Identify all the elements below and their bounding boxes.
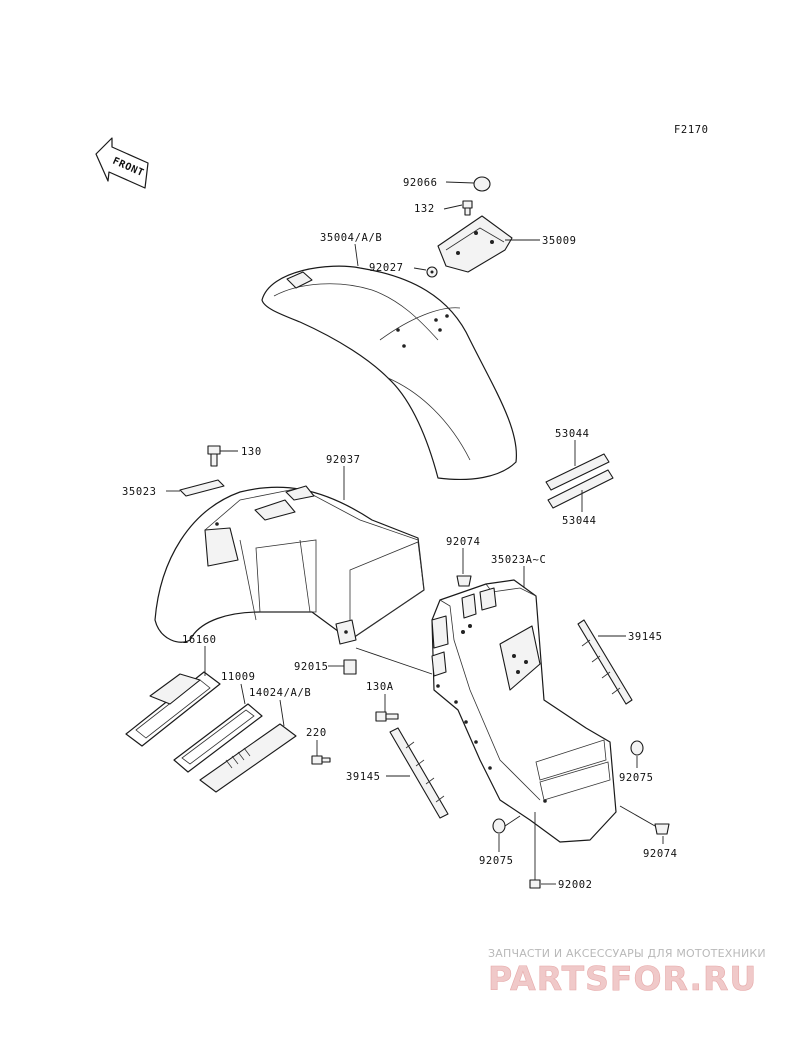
- callout-39145-right: 39145: [628, 631, 663, 643]
- part-plate-92037: [166, 479, 225, 497]
- part-bolt-132: [443, 200, 473, 216]
- part-grommet-92075-right: [630, 740, 644, 768]
- callout-35023ac: 35023A~C: [491, 554, 546, 566]
- callout-35023: 92037: [326, 454, 361, 466]
- callout-53044-lower: 53044: [562, 515, 597, 527]
- callout-130: 130: [241, 446, 262, 458]
- part-strip-39145-right: [577, 619, 633, 705]
- part-bolt-130a: [375, 694, 399, 722]
- part-bolt-130: [207, 445, 238, 467]
- part-grommet-92075-lower: [492, 815, 521, 852]
- part-strip-39145-left: [386, 727, 449, 819]
- callout-92074-lower: 92074: [643, 848, 678, 860]
- part-bolt-92002: [529, 812, 556, 889]
- callout-220: 220: [306, 727, 327, 739]
- callout-92075-lower: 92075: [479, 855, 514, 867]
- part-strip-53044-lower: [547, 469, 614, 512]
- callout-39145-left: 39145: [346, 771, 381, 783]
- part-reflector-lens-14024: [199, 699, 297, 793]
- part-nut-92015: [328, 659, 357, 675]
- part-reflector-16160: [125, 646, 221, 747]
- part-cap-92074-lower: [619, 805, 670, 844]
- callout-16160: 16160: [182, 634, 217, 646]
- callout-92066: 92066: [403, 177, 438, 189]
- callout-92074-upper: 92074: [446, 536, 481, 548]
- part-cap-92066: [445, 176, 491, 192]
- figure-code: F2170: [674, 124, 709, 136]
- watermark: ЗАПЧАСТИ И АКСЕССУАРЫ ДЛЯ МОТОТЕХНИКИ PA…: [488, 947, 766, 998]
- callout-130a: 130A: [366, 681, 394, 693]
- part-screw-220: [311, 740, 331, 765]
- part-strip-53044-upper: [545, 440, 610, 491]
- callout-132: 132: [414, 203, 435, 215]
- callout-53044-upper: 53044: [555, 428, 590, 440]
- callout-92002: 92002: [558, 879, 593, 891]
- callout-35004: 35004/A/B: [320, 232, 382, 244]
- callout-92037: 35023: [122, 486, 157, 498]
- part-rear-fender-35023: [154, 466, 425, 645]
- front-direction-arrow: FRONT: [95, 137, 149, 189]
- part-washer-92027: [413, 266, 438, 278]
- watermark-brand: PARTSFOR.RU: [488, 959, 757, 998]
- part-rear-cover-35023a: [355, 566, 617, 843]
- watermark-tagline: ЗАПЧАСТИ И АКСЕССУАРЫ ДЛЯ МОТОТЕХНИКИ: [488, 947, 766, 960]
- part-front-fender-35004: [261, 243, 518, 481]
- part-bracket-35009: [437, 215, 540, 273]
- callout-92075-right: 92075: [619, 772, 654, 784]
- callout-11009: 11009: [221, 671, 256, 683]
- callout-35009: 35009: [542, 235, 577, 247]
- part-gasket-11009: [173, 683, 263, 773]
- part-cap-92074-upper: [456, 548, 472, 587]
- callout-92027: 92027: [369, 262, 404, 274]
- callout-14024: 14024/A/B: [249, 687, 311, 699]
- callout-92015: 92015: [294, 661, 329, 673]
